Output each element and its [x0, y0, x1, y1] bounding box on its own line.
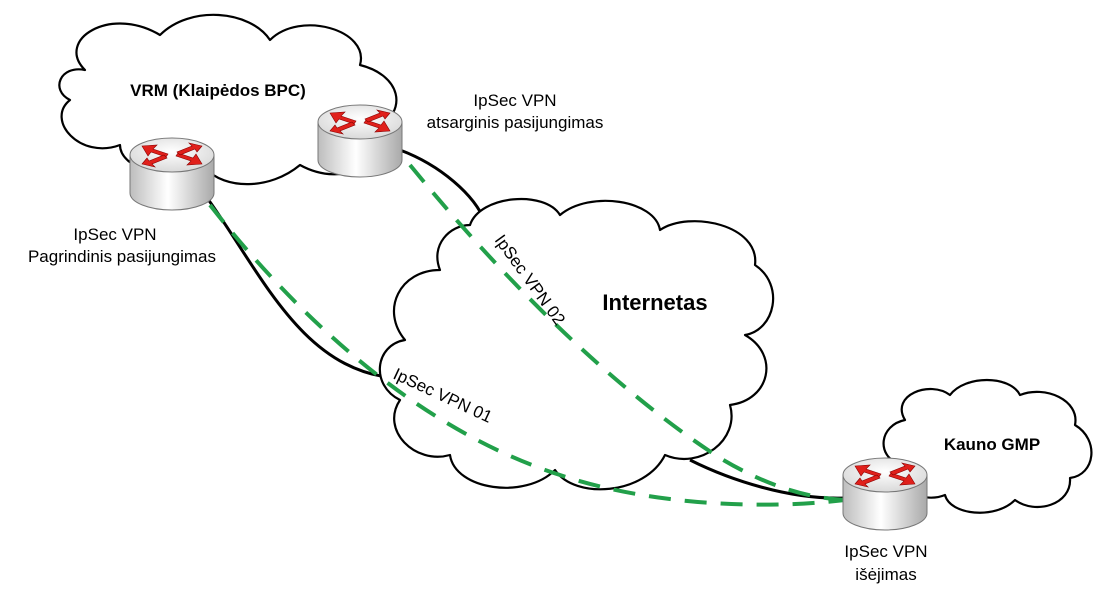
router-primary-label-line1: IpSec VPN [73, 225, 156, 244]
router-icon [129, 137, 215, 211]
router-exit-label-line1: IpSec VPN [844, 542, 927, 561]
router-backup[interactable] [317, 104, 403, 178]
router-icon [842, 457, 928, 531]
router-primary[interactable] [129, 137, 215, 211]
router-backup-label-line1: IpSec VPN [473, 91, 556, 110]
internet-to-kaunas-link [689, 458, 846, 500]
internet-title: Internetas [602, 290, 707, 315]
vrm-title: VRM (Klaipėdos BPC) [130, 81, 306, 100]
tunnel-vpn01 [208, 203, 846, 507]
backup-link-vrm-to-internet [399, 148, 487, 223]
cloud-internet [378, 197, 775, 491]
router-exit-label-line2: išėjimas [855, 565, 916, 584]
router-icon [317, 104, 403, 178]
router-backup-label-line2: atsarginis pasijungimas [427, 113, 604, 132]
tunnel-vpn02 [408, 163, 846, 502]
router-exit[interactable] [842, 457, 928, 531]
kaunas-title: Kauno GMP [944, 435, 1040, 454]
primary-link-vrm-to-internet [203, 194, 396, 380]
router-primary-label-line2: Pagrindinis pasijungimas [28, 247, 216, 266]
